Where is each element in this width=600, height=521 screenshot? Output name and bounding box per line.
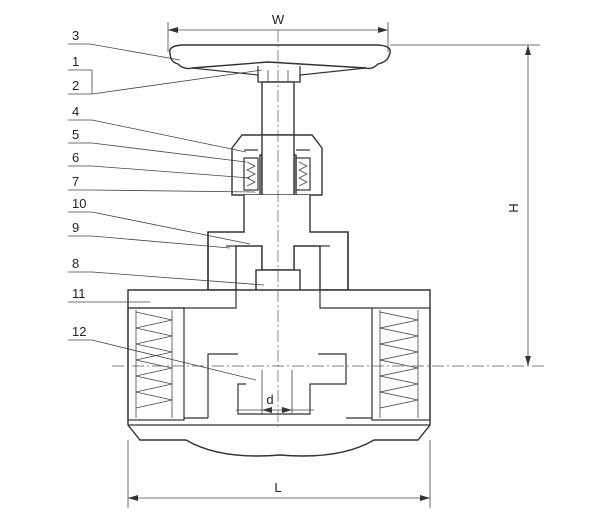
callout-1: 1 xyxy=(72,54,79,69)
dimension-h: H xyxy=(390,44,540,366)
bonnet-nut xyxy=(231,134,323,196)
handwheel xyxy=(169,44,391,83)
dimension-h-label: H xyxy=(506,203,521,212)
callout-2: 2 xyxy=(72,78,79,93)
callout-3: 3 xyxy=(72,28,79,43)
dimension-l-label: L xyxy=(274,480,281,495)
dimension-d: d xyxy=(236,370,314,414)
callout-7: 7 xyxy=(72,174,79,189)
callout-11: 11 xyxy=(72,286,86,301)
callout-8: 8 xyxy=(72,256,79,271)
dimension-d-label: d xyxy=(266,392,273,407)
callout-6: 6 xyxy=(72,150,79,165)
valve-body xyxy=(127,232,431,457)
callout-10: 10 xyxy=(72,196,86,211)
dimension-w: W xyxy=(167,12,389,52)
callout-4: 4 xyxy=(72,104,79,119)
callout-12: 12 xyxy=(72,324,86,339)
callout-9: 9 xyxy=(72,220,79,235)
callouts: 3 1 2 4 5 6 7 10 9 8 xyxy=(68,28,265,381)
callout-5: 5 xyxy=(72,127,79,142)
dimension-l: L xyxy=(127,440,431,508)
dimension-w-label: W xyxy=(272,12,285,27)
